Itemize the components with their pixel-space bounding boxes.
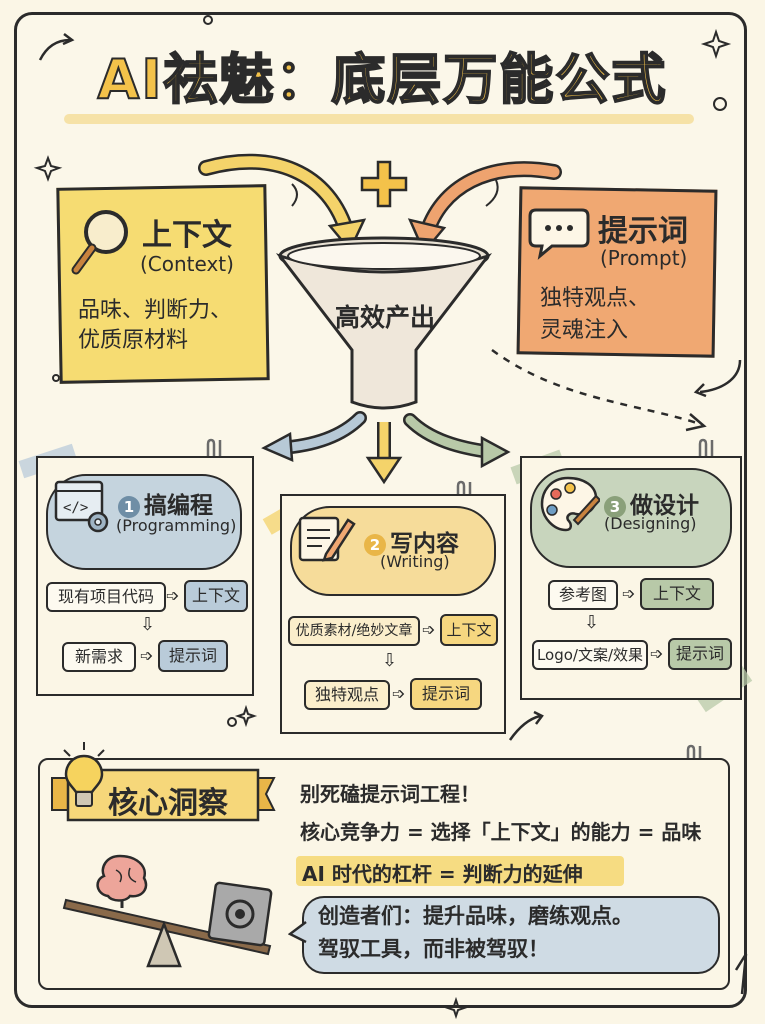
arrow-down-icon: ⇩ <box>584 612 600 633</box>
prompt-line-2: 灵魂注入 <box>540 318 629 343</box>
designing-row1-right: 上下文 <box>640 578 714 610</box>
designing-subtitle: (Designing) <box>604 514 697 533</box>
arrow-right-icon: ➩ <box>650 644 664 663</box>
speech-bubble-icon <box>528 208 590 260</box>
writing-title-text: 写内容 <box>390 531 459 557</box>
code-window-icon: </> <box>54 480 109 533</box>
arrow-down-icon: ⇩ <box>382 650 398 671</box>
designing-row2-left: Logo/文案/效果 <box>532 640 648 670</box>
speech-text: 创造者们：提升品味，磨练观点。 驾驭工具，而非被驾驭！ <box>318 900 718 966</box>
highlight-bar <box>296 856 624 886</box>
step-number-1: 1 <box>118 495 140 518</box>
svg-text:</>: </> <box>63 500 88 516</box>
prompt-heading: 提示词 <box>598 214 688 249</box>
plus-icon <box>360 160 408 208</box>
speech-line-2: 驾驭工具，而非被驾驭！ <box>318 937 549 961</box>
context-heading: 上下文 <box>142 218 232 253</box>
magnifier-icon <box>71 210 128 275</box>
writing-row2-left: 独特观点 <box>304 680 390 710</box>
insight-line-2: 核心竞争力 = 选择「上下文」的能力 = 品味 <box>300 820 702 844</box>
funnel-label: 高效产出 <box>334 303 435 332</box>
writing-subtitle: (Writing) <box>380 552 450 571</box>
context-subheading: (Context) <box>140 252 234 276</box>
writing-row2-right: 提示词 <box>410 678 482 710</box>
prompt-line-1: 独特观点、 <box>540 286 651 311</box>
step-number-2: 2 <box>364 533 386 556</box>
step-number-3: 3 <box>604 495 626 518</box>
programming-title-text: 搞编程 <box>144 493 213 519</box>
writing-row1-right: 上下文 <box>440 614 498 646</box>
context-line-1: 品味、判断力、 <box>78 298 233 323</box>
programming-row2-left: 新需求 <box>62 642 136 672</box>
programming-row1-right: 上下文 <box>184 580 248 612</box>
insight-line-1: 别死磕提示词工程！ <box>300 782 480 806</box>
arrow-down-icon: ⇩ <box>140 614 156 635</box>
insight-line-3: AI 时代的杠杆 = 判断力的延伸 <box>302 862 583 886</box>
title-underline <box>64 114 694 124</box>
brain-seesaw-icon <box>62 854 273 968</box>
prompt-subheading: (Prompt) <box>600 246 688 270</box>
arrow-right-icon: ➩ <box>422 620 436 639</box>
programming-subtitle: (Programming) <box>116 516 237 535</box>
page-title: AI祛魅：底层万能公式 <box>97 47 668 112</box>
arrow-right-icon: ➩ <box>392 684 406 703</box>
palette-brush-icon <box>540 476 600 532</box>
programming-row1-left: 现有项目代码 <box>46 582 166 612</box>
arrow-right-icon: ➩ <box>140 646 154 665</box>
speech-tail <box>288 921 307 944</box>
context-line-2: 优质原材料 <box>78 328 189 353</box>
arrow-right-icon: ➩ <box>166 586 180 605</box>
insight-label: 核心洞察 <box>108 786 228 821</box>
writing-row1-left: 优质素材/绝妙文章 <box>288 616 420 646</box>
speech-line-1: 创造者们：提升品味，磨练观点。 <box>318 904 633 928</box>
lightbulb-icon <box>63 742 105 807</box>
speech-bubble <box>302 896 720 974</box>
designing-row1-left: 参考图 <box>548 580 618 610</box>
notepad-pencil-icon <box>298 516 356 562</box>
designing-row2-right: 提示词 <box>668 638 732 670</box>
programming-row2-right: 提示词 <box>158 640 228 672</box>
designing-title-text: 做设计 <box>630 493 699 519</box>
arrow-right-icon: ➩ <box>622 584 636 603</box>
